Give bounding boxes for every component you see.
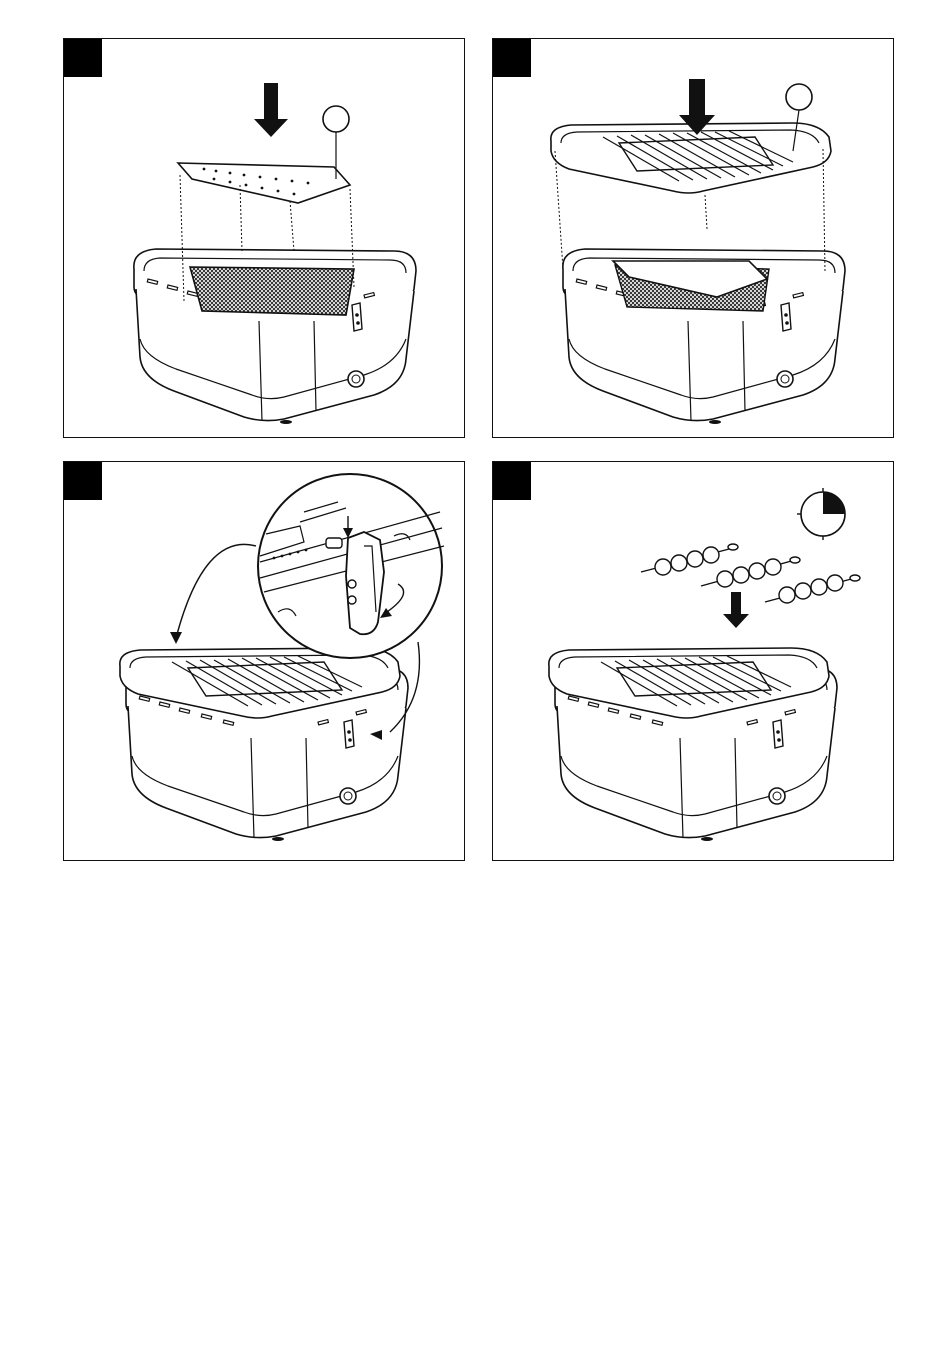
step-1-panel — [63, 38, 465, 438]
latch-pin — [348, 596, 356, 604]
down-arrow-icon — [723, 592, 749, 628]
rotation-arrow — [176, 544, 256, 638]
step-3-illustration — [64, 462, 465, 861]
skewer — [765, 575, 860, 603]
latch-pin — [348, 580, 356, 588]
step-4-illustration — [493, 462, 894, 861]
step-2-illustration — [493, 39, 894, 438]
skewer — [641, 544, 738, 575]
charcoal-basket — [190, 267, 354, 315]
step-3-panel — [63, 461, 465, 861]
step-2-panel — [492, 38, 894, 438]
timer-icon — [797, 488, 845, 540]
arrow-head-icon — [170, 632, 182, 644]
callout-circle — [323, 106, 349, 132]
down-arrow-icon — [254, 83, 288, 137]
step-1-illustration — [64, 39, 465, 438]
step-4-panel — [492, 461, 894, 861]
callout-circle — [786, 84, 812, 110]
latch-hook — [326, 538, 342, 548]
grill-grate — [551, 123, 831, 193]
